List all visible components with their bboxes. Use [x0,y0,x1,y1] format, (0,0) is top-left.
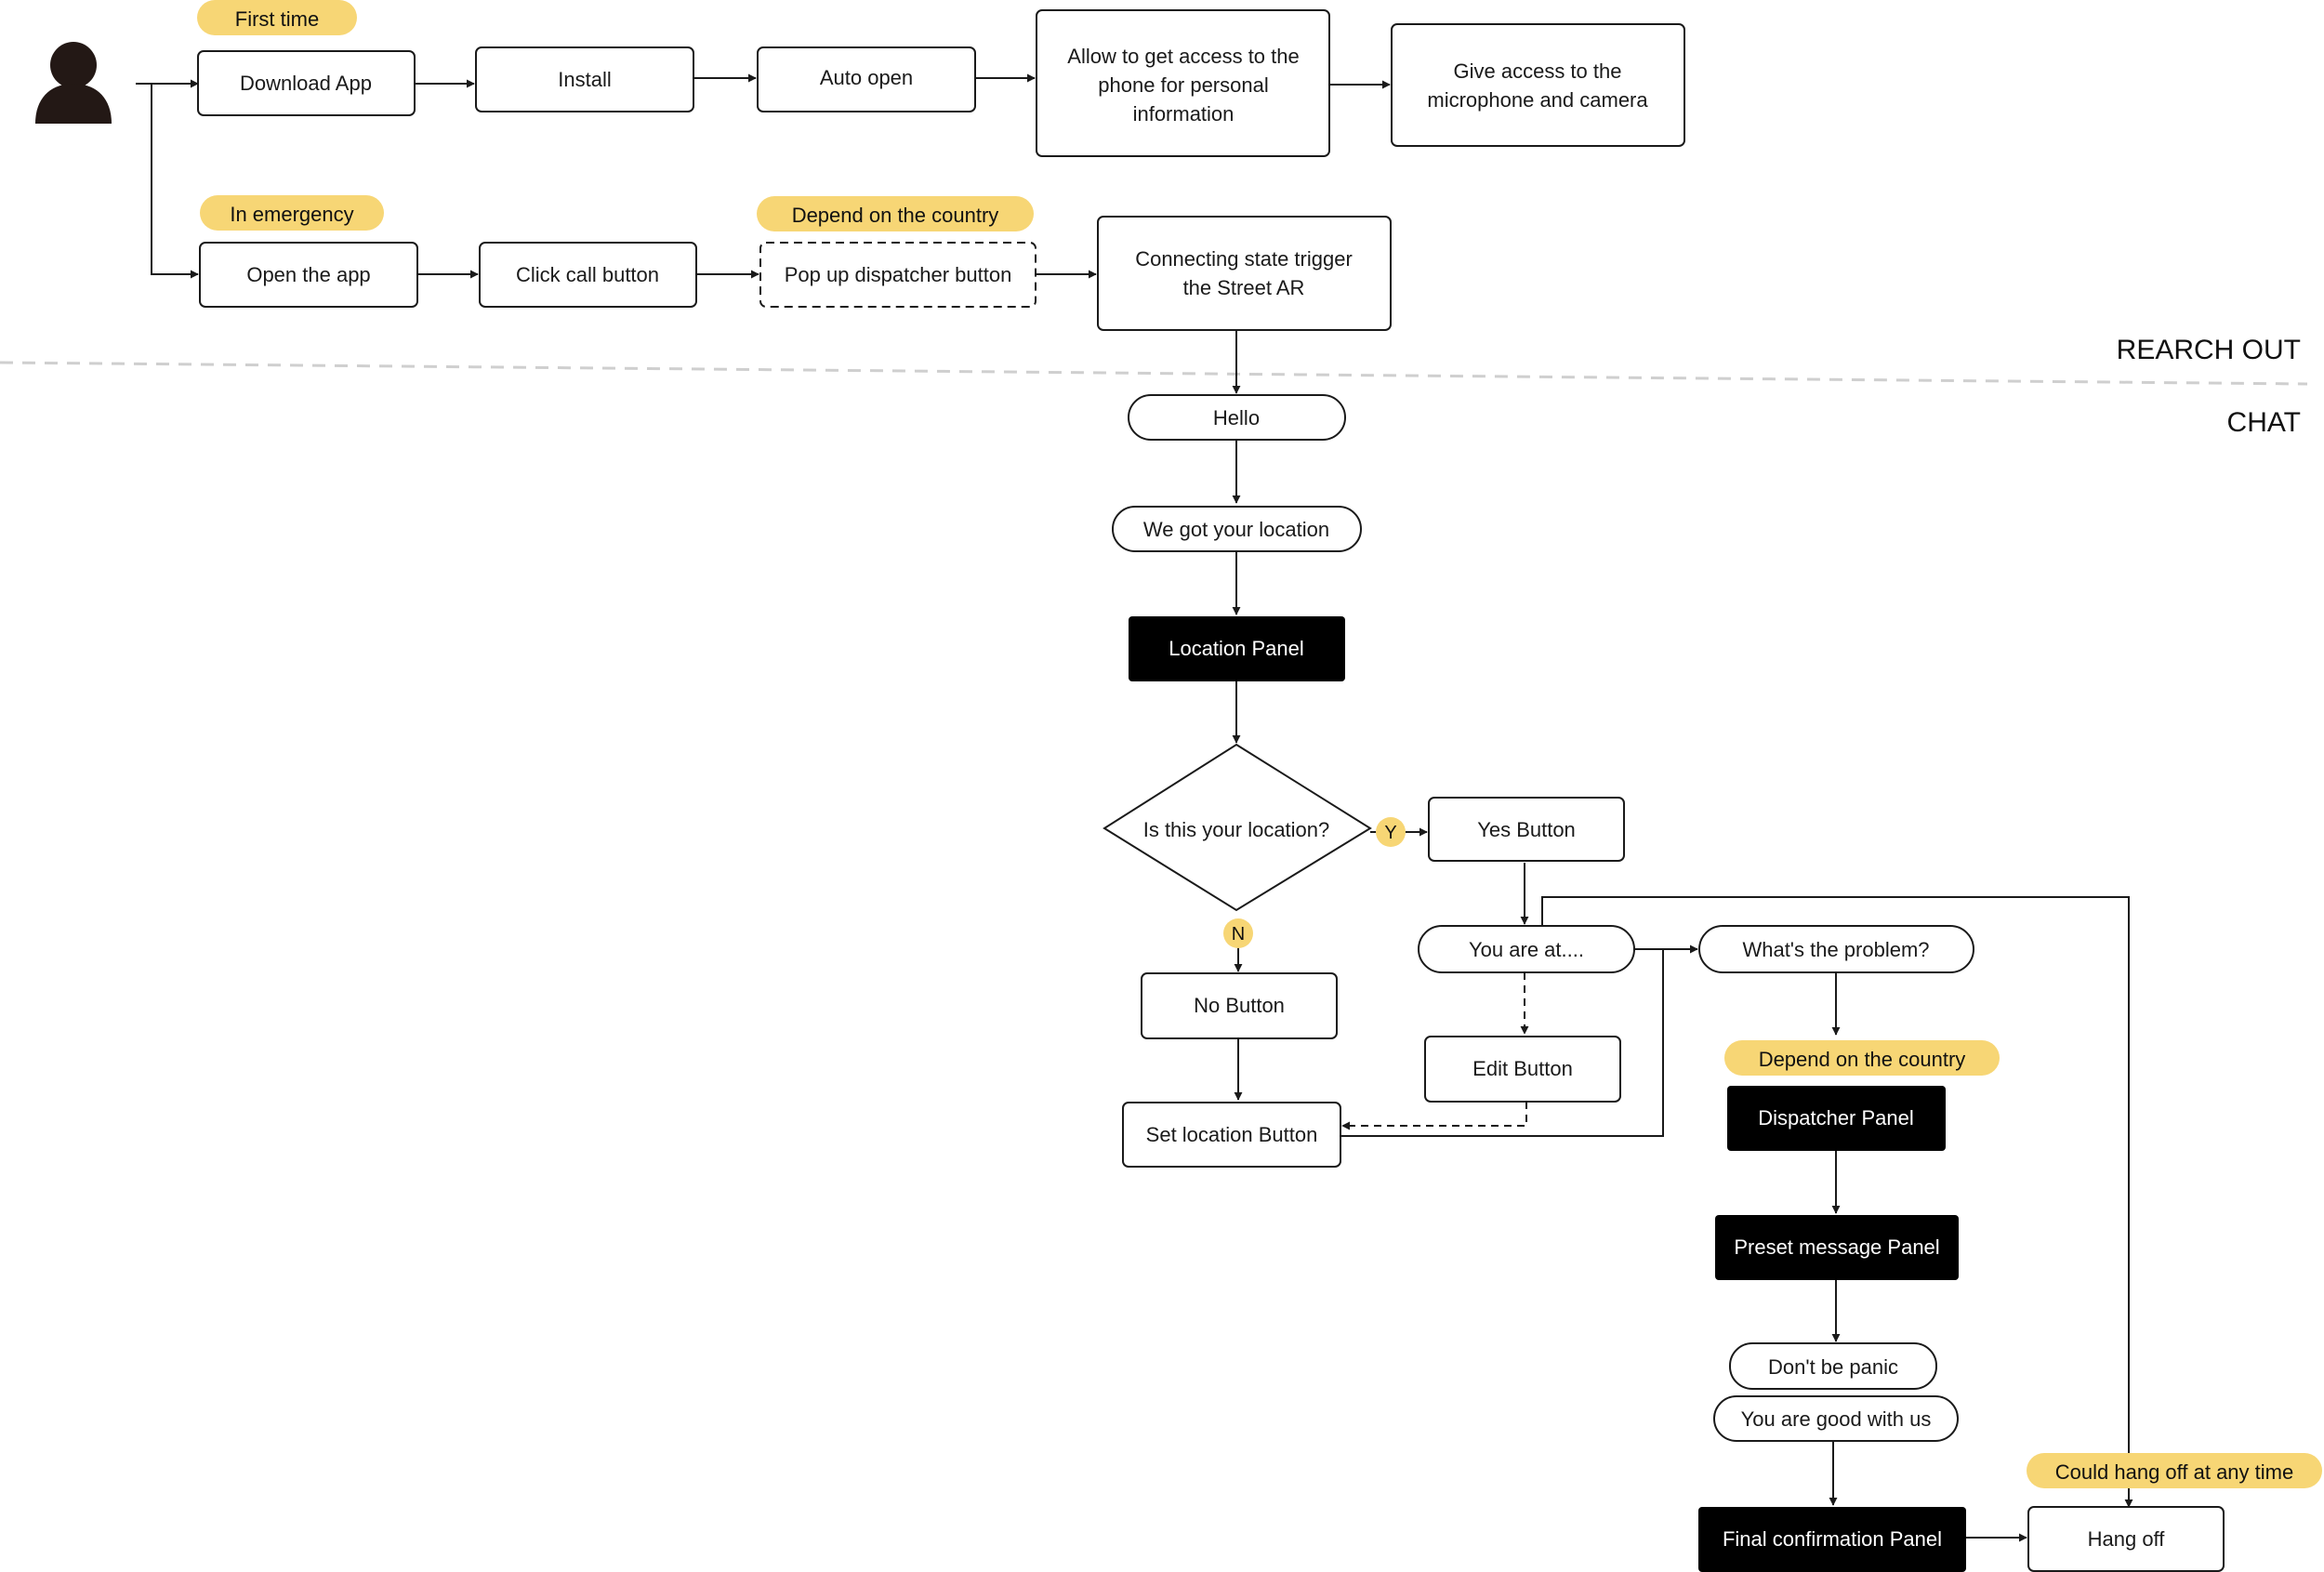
node-whats-problem: What's the problem? [1698,925,1974,973]
svg-text:Install: Install [558,68,611,91]
svg-text:information: information [1133,102,1235,125]
person-icon [35,42,112,124]
tag-depend-country-chat: Depend on the country [1724,1040,2000,1076]
node-final-panel: Final confirmation Panel [1698,1507,1966,1572]
svg-text:N: N [1232,924,1245,945]
svg-text:microphone and camera: microphone and camera [1427,88,1648,112]
svg-text:Location Panel: Location Panel [1169,637,1304,660]
node-good-with-us: You are good with us [1713,1395,1959,1442]
svg-text:phone for personal: phone for personal [1098,73,1268,97]
node-popup-dispatcher: Pop up dispatcher button [759,242,1037,308]
node-click-call: Click call button [479,242,697,308]
svg-text:We got your location: We got your location [1143,518,1329,541]
node-download-app: Download App [197,50,416,116]
node-got-location: We got your location [1112,506,1362,552]
svg-text:Connecting state trigger: Connecting state trigger [1135,247,1353,271]
node-connecting-state: Connecting state trigger the Street AR [1097,216,1392,331]
tag-depend-country-top: Depend on the country [757,196,1034,231]
svg-text:the Street AR: the Street AR [1183,276,1305,299]
svg-text:Don't be panic: Don't be panic [1768,1355,1898,1379]
node-location-panel: Location Panel [1129,616,1345,681]
svg-text:No Button: No Button [1194,994,1285,1017]
svg-text:Allow to get access to the: Allow to get access to the [1067,45,1299,68]
section-divider [0,361,2308,386]
svg-text:You are at....: You are at.... [1469,938,1584,961]
svg-text:Is this your location?: Is this your location? [1143,818,1330,841]
node-yes-button: Yes Button [1428,797,1625,862]
node-preset-panel: Preset message Panel [1715,1215,1959,1280]
svg-text:Edit Button: Edit Button [1472,1057,1573,1080]
svg-text:In emergency: In emergency [230,203,353,226]
node-install: Install [475,46,694,112]
node-give-access: Give access to the microphone and camera [1391,23,1685,147]
svg-text:Hello: Hello [1213,406,1260,429]
svg-text:Preset message Panel: Preset message Panel [1734,1235,1939,1259]
decision-no-marker: N [1223,918,1253,948]
section-label-reach-out: REARCH OUT [2117,335,2301,365]
svg-text:Depend on the country: Depend on the country [1759,1048,1966,1071]
svg-text:Y: Y [1384,823,1396,843]
node-hang-off: Hang off [2027,1506,2225,1572]
svg-text:Dispatcher Panel: Dispatcher Panel [1758,1106,1914,1129]
tag-first-time: First time [197,0,357,35]
svg-text:Depend on the country: Depend on the country [792,204,999,227]
tag-in-emergency: In emergency [200,195,384,231]
svg-text:Final confirmation Panel: Final confirmation Panel [1723,1527,1942,1551]
svg-text:First time: First time [235,7,319,31]
svg-text:Yes Button: Yes Button [1477,818,1576,841]
node-dont-panic: Don't be panic [1729,1342,1937,1390]
decision-yes-marker: Y [1376,817,1406,847]
svg-text:Download App: Download App [240,72,372,95]
node-you-are-at: You are at.... [1418,925,1635,973]
svg-text:Could hang off at any time: Could hang off at any time [2055,1460,2293,1484]
node-open-app: Open the app [199,242,418,308]
tag-hang-off-any-time: Could hang off at any time [2027,1453,2322,1488]
node-hello: Hello [1128,394,1346,441]
node-allow-access: Allow to get access to the phone for per… [1036,9,1330,157]
svg-text:Set location Button: Set location Button [1146,1123,1318,1146]
node-dispatcher-panel: Dispatcher Panel [1727,1086,1946,1151]
node-edit-button: Edit Button [1424,1036,1621,1103]
svg-text:Pop up dispatcher button: Pop up dispatcher button [785,263,1012,286]
svg-text:Give access to the: Give access to the [1454,59,1622,83]
svg-text:Click call button: Click call button [516,263,659,286]
node-is-location-decision: Is this your location? [1103,743,1372,912]
node-auto-open: Auto open [757,46,976,112]
svg-text:Auto open: Auto open [820,66,913,89]
svg-text:What's the problem?: What's the problem? [1742,938,1929,961]
node-set-location: Set location Button [1122,1102,1341,1168]
svg-text:You are good with us: You are good with us [1741,1407,1932,1431]
svg-text:Hang off: Hang off [2088,1527,2166,1551]
svg-text:Open the app: Open the app [246,263,370,286]
section-label-chat: CHAT [2227,407,2301,438]
node-no-button: No Button [1141,972,1338,1039]
